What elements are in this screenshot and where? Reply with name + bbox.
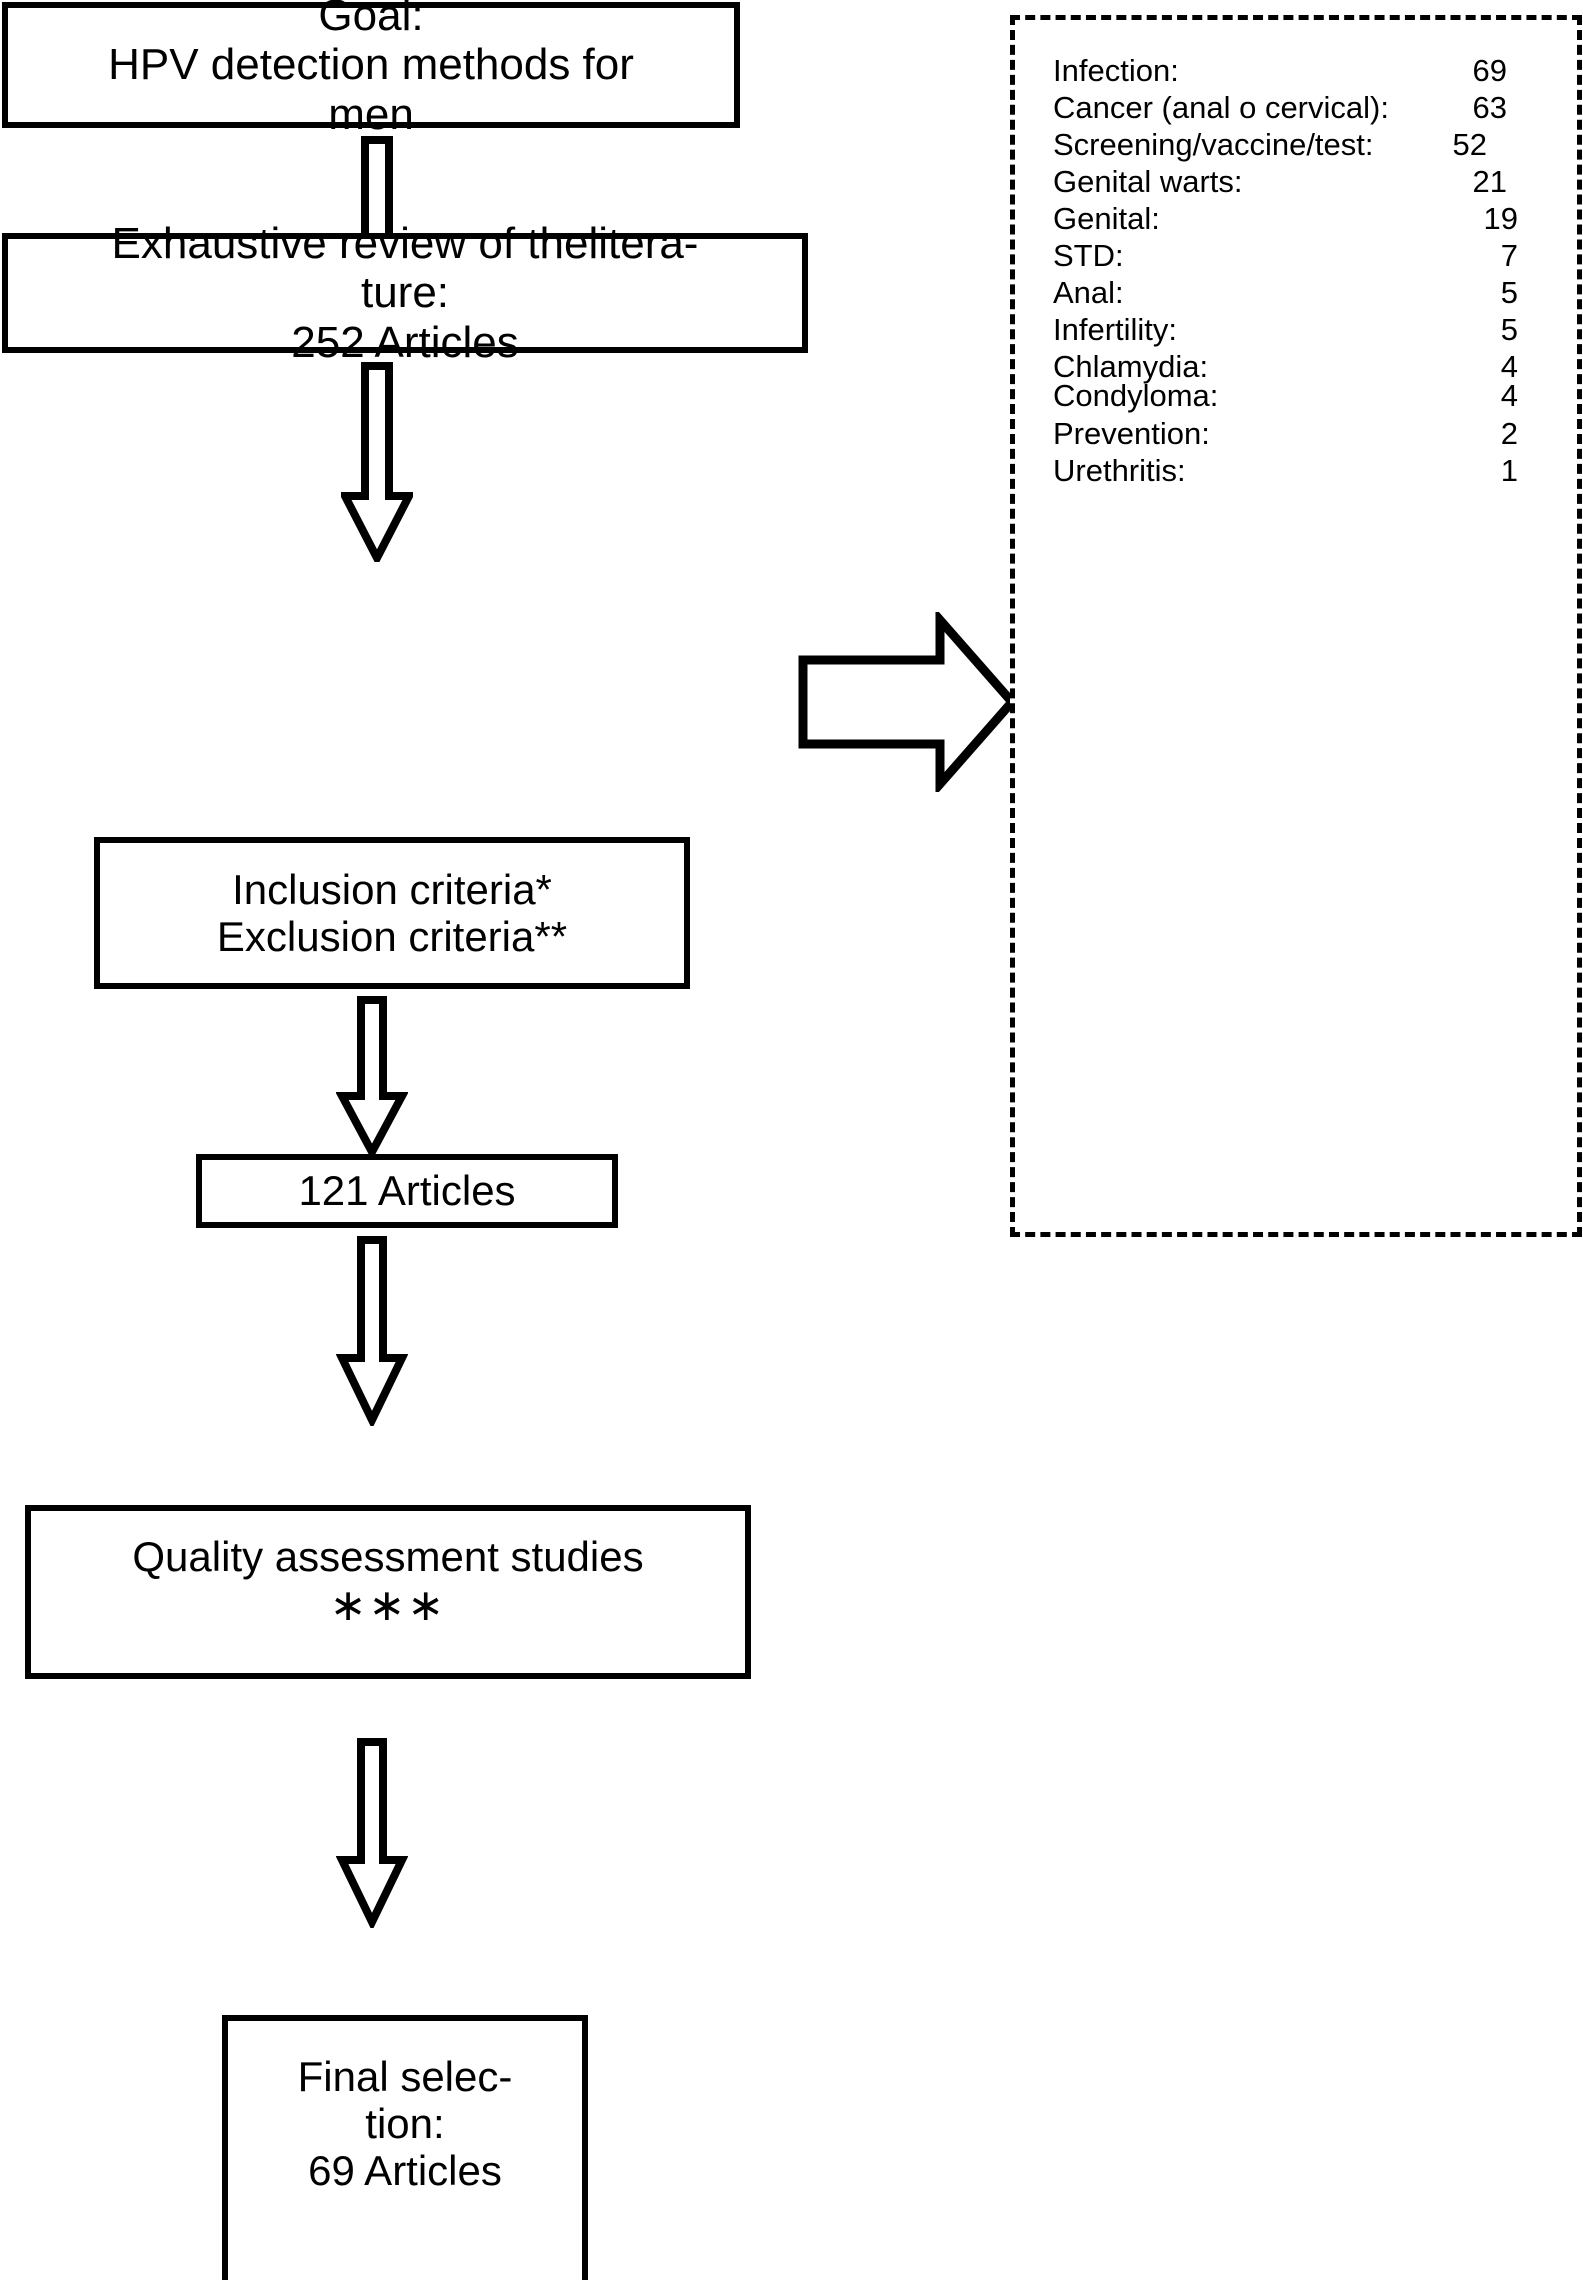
arrow-121-to-quality — [336, 1236, 408, 1426]
tally-row-value: 7 — [1500, 238, 1518, 273]
tally-row-label: Urethritis: — [1053, 453, 1186, 488]
tally-row-value: 4 — [1500, 349, 1518, 384]
tally-row-label: Anal: — [1053, 275, 1124, 310]
box-quality-line-1: Quality assessment studies — [132, 1533, 644, 1580]
tally-row-value: 1 — [1500, 453, 1518, 488]
tally-row-value: 21 — [1472, 164, 1507, 199]
tally-row-label: Infertility: — [1053, 312, 1178, 347]
box-goal-line-2: HPV detection methods for — [108, 40, 634, 90]
box-review-line-1: Exhaustive review of thelitera- — [111, 219, 699, 269]
box-121-line-1: 121 Articles — [298, 1167, 516, 1215]
tally-row-value: 19 — [1483, 201, 1518, 236]
box-121-articles: 121 Articles — [196, 1154, 618, 1228]
box-review-line-2: ture: — [360, 268, 450, 318]
box-goal-line-3: men — [328, 89, 414, 139]
box-goal: Goal: HPV detection methods for men — [2, 0, 740, 139]
tally-row-value: 5 — [1500, 312, 1518, 347]
arrow-review-to-criteria — [341, 362, 413, 562]
tally-row-value: 63 — [1472, 90, 1507, 125]
tally-row-label: Condyloma: — [1053, 378, 1219, 413]
tally-row-value: 52 — [1452, 127, 1487, 162]
box-final-line-2: tion: — [365, 2100, 445, 2148]
arrow-review-to-tally-panel — [798, 612, 1018, 792]
box-final-line-1: Final selec- — [297, 2053, 513, 2100]
tally-row-label: STD: — [1053, 238, 1124, 273]
tally-row-label: Infection: — [1053, 53, 1179, 88]
box-final-selection: Final selec- tion: 69 Articles — [222, 2015, 588, 2280]
tally-row-label: Chlamydia: — [1053, 349, 1209, 384]
box-inclusion-exclusion-criteria: Inclusion criteria* Exclusion criteria** — [94, 837, 690, 989]
box-quality-assessment: Quality assessment studies ∗∗∗ — [25, 1505, 751, 1679]
tally-row-label: Screening/vaccine/test: — [1053, 127, 1374, 162]
tally-row-value: 69 — [1472, 53, 1507, 88]
tally-row-label: Genital: — [1053, 201, 1160, 236]
tally-row-value: 5 — [1500, 275, 1518, 310]
box-criteria-line-2: Exclusion criteria** — [216, 913, 568, 960]
tally-row-label: Cancer (anal o cervical): — [1053, 90, 1389, 125]
arrow-criteria-to-121-articles — [336, 996, 408, 1156]
tally-row-value: 4 — [1500, 378, 1518, 413]
box-exhaustive-review: Exhaustive review of thelitera- ture: 25… — [2, 219, 808, 367]
arrow-quality-to-final — [336, 1738, 408, 1928]
box-review-line-3: 252 Articles — [291, 317, 519, 367]
tally-row-value: 2 — [1500, 416, 1518, 451]
box-criteria-line-1: Inclusion criteria* — [232, 865, 552, 913]
tally-row-label: Genital warts: — [1053, 164, 1243, 199]
box-quality-footnote-marker: ∗∗∗ — [329, 1580, 447, 1632]
box-final-line-3: 69 Articles — [308, 2147, 502, 2195]
tally-row-label: Prevention: — [1053, 416, 1210, 451]
box-goal-line-1: Goal: — [318, 0, 424, 41]
